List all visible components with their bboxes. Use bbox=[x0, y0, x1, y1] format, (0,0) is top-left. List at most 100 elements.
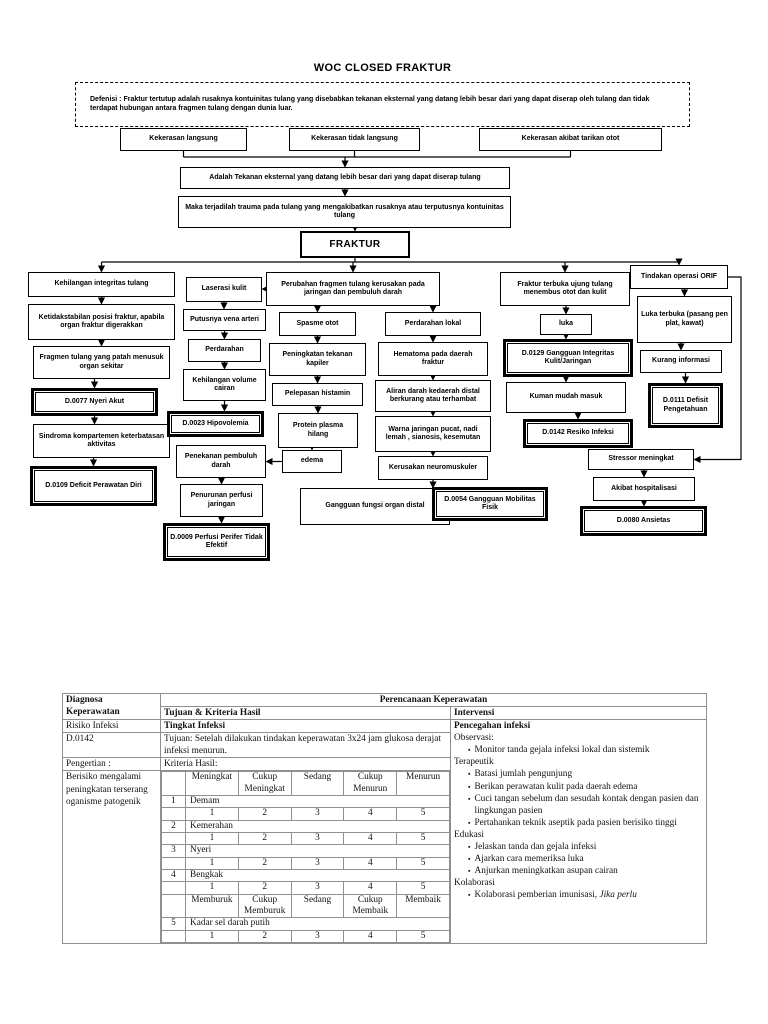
cell-perencanaan-header: Perencanaan Keperawatan bbox=[159, 692, 708, 708]
criteria-scale-value: 5 bbox=[396, 856, 450, 871]
flow-node-maka: Maka terjadilah trauma pada tulang yang … bbox=[178, 196, 511, 228]
criteria-scale-value: 3 bbox=[290, 832, 345, 846]
criteria-scale-header-cell: Membaik bbox=[396, 893, 450, 919]
flow-node-f4: D.0111 Defisit Pengetahuan bbox=[648, 383, 723, 428]
intervention-item: ▪Batasi jumlah pengunjung bbox=[454, 768, 703, 780]
intervention-item: ▪Kolaborasi pemberian imunisasi, Jika pe… bbox=[454, 889, 703, 901]
criteria-scale-value: 2 bbox=[237, 881, 292, 895]
flow-node-e4: Kuman mudah masuk bbox=[506, 382, 626, 413]
flow-node-label: Defenisi : Fraktur tertutup adalah rusak… bbox=[90, 96, 650, 112]
criteria-scale-value: 2 bbox=[237, 929, 292, 944]
flow-node-label: Sindroma kompartemen keterbatasan aktivi… bbox=[38, 432, 165, 448]
flow-node-k1: Kekerasan langsung bbox=[120, 128, 247, 151]
cell-outcome-title: Tingkat Infeksi bbox=[160, 719, 451, 734]
criteria-scale-header-cell: Cukup Meningkat bbox=[237, 771, 292, 797]
flow-node-cr6: Kerusakan neuromuskuler bbox=[378, 456, 488, 480]
intervention-item-text: Batasi jumlah pengunjung bbox=[474, 769, 573, 780]
flow-node-cl6: edema bbox=[282, 450, 342, 473]
bullet-icon: ▪ bbox=[468, 818, 471, 827]
criteria-scale-value: 2 bbox=[237, 832, 292, 846]
flow-node-a1: Kehilangan integritas tulang bbox=[28, 272, 175, 297]
bullet-icon: ▪ bbox=[468, 770, 471, 779]
intervention-item: ▪Jelaskan tanda dan gejala infeksi bbox=[454, 841, 703, 853]
intervention-title: Pencegahan infeksi bbox=[454, 721, 531, 732]
flow-node-label: D.0142 Resiko Infeksi bbox=[542, 429, 614, 437]
criteria-indicator-label: Demam bbox=[185, 795, 450, 809]
flow-node-e1: Fraktur terbuka ujung tulang menembus ot… bbox=[500, 272, 630, 306]
flow-node-label: Penurunan perfusi jaringan bbox=[190, 492, 253, 508]
flow-node-label: Perubahan fragmen tulang kerusakan pada … bbox=[281, 280, 425, 296]
criteria-scale-value: 1 bbox=[185, 929, 239, 944]
criteria-scale-header-cell: Cukup Membaik bbox=[343, 893, 398, 919]
criteria-scale-value: 2 bbox=[237, 807, 292, 821]
flow-node-label: Pelepasan histamin bbox=[284, 390, 351, 398]
criteria-scale-value: 4 bbox=[343, 881, 398, 895]
flow-node-g1: Stressor meningkat bbox=[588, 449, 694, 470]
criteria-scale-value: 4 bbox=[343, 807, 398, 821]
flow-node-label: Kehilangan integritas tulang bbox=[54, 280, 149, 288]
flow-node-label: Perdarahan bbox=[205, 346, 244, 354]
criteria-indicator-number: 3 bbox=[161, 844, 186, 858]
flow-node-f3: Kurang informasi bbox=[640, 350, 722, 373]
page-title: WOC CLOSED FRAKTUR bbox=[313, 62, 452, 74]
flow-node-c7: Gangguan fungsi organ distal bbox=[300, 488, 450, 525]
intervention-item-text: Pertahankan teknik aseptik pada pasien b… bbox=[474, 817, 677, 828]
intervention-item-text: Monitor tanda gejala infeksi lokal dan s… bbox=[474, 745, 650, 756]
flow-node-b3: Perdarahan bbox=[188, 339, 261, 362]
criteria-indicator-label: Kemerahan bbox=[185, 819, 450, 834]
flow-node-k3: Kekerasan akibat tarikan otot bbox=[479, 128, 662, 151]
flow-node-label: Spasme otot bbox=[296, 319, 339, 327]
criteria-scale-value: 5 bbox=[396, 929, 450, 944]
flow-node-label: edema bbox=[300, 457, 324, 465]
flow-node-b4: Kehilangan volume cairan bbox=[183, 369, 266, 401]
flow-node-label: Kekerasan tidak langsung bbox=[311, 135, 398, 143]
criteria-scale-value: 1 bbox=[185, 881, 239, 895]
flow-node-label: D.0023 Hipovolemia bbox=[182, 419, 249, 427]
bullet-icon: ▪ bbox=[468, 855, 471, 864]
cell-tujuan-text: Tujuan: Setelah dilakukan tindakan keper… bbox=[160, 732, 451, 759]
cell-kriteria-label: Kriteria Hasil: bbox=[160, 757, 451, 772]
flow-node-f2: Luka terbuka (pasang pen plat, kawat) bbox=[637, 296, 732, 343]
flow-node-label: Luka terbuka (pasang pen plat, kawat) bbox=[641, 311, 728, 327]
criteria-scale-value: 4 bbox=[343, 856, 398, 871]
criteria-indicator-number: 2 bbox=[161, 819, 186, 834]
flow-node-label: Kekerasan akibat tarikan otot bbox=[521, 135, 620, 143]
flow-node-label: D.0111 Defisit Pengetahuan bbox=[662, 397, 709, 413]
flow-node-label: Hematoma pada daerah fraktur bbox=[393, 350, 473, 366]
flow-node-label: D.0129 Gangguan Integritas Kulit/Jaringa… bbox=[521, 349, 615, 365]
bullet-icon: ▪ bbox=[468, 746, 471, 755]
criteria-empty-cell bbox=[161, 856, 186, 871]
flow-node-fraktur: FRAKTUR bbox=[300, 231, 410, 258]
criteria-scale-value: 3 bbox=[290, 929, 345, 944]
criteria-scale-header-cell: Cukup Memburuk bbox=[237, 893, 292, 919]
flow-node-label: D.0077 Nyeri Akut bbox=[64, 397, 125, 405]
care-plan-table: Diagnosa Keperawatan Perencanaan Keperaw… bbox=[62, 692, 708, 945]
flow-node-b1: Laserasi kulit bbox=[186, 277, 262, 302]
flow-node-cl5: Protein plasma hilang bbox=[278, 413, 358, 448]
cell-diagnosa-header: Diagnosa Keperawatan bbox=[62, 692, 161, 721]
criteria-scale-value: 5 bbox=[396, 807, 450, 821]
cell-diagnosis-code: D.0142 bbox=[62, 732, 161, 759]
criteria-indicator-label: Nyeri bbox=[185, 844, 450, 858]
criteria-empty-cell bbox=[161, 893, 186, 919]
flow-node-g3: D.0080 Ansietas bbox=[580, 506, 707, 536]
flow-node-c1: Perubahan fragmen tulang kerusakan pada … bbox=[266, 272, 440, 306]
intervention-item-text: Jelaskan tanda dan gejala infeksi bbox=[474, 841, 597, 852]
bullet-icon: ▪ bbox=[468, 867, 471, 876]
criteria-indicator-label: Bengkak bbox=[185, 869, 450, 883]
intervention-item-italic: Jika perlu bbox=[599, 890, 637, 901]
criteria-scale-value: 4 bbox=[343, 832, 398, 846]
cell-intervensi-header: Intervensi bbox=[449, 706, 708, 721]
intervention-item-text: Kolaborasi pemberian imunisasi, bbox=[474, 890, 600, 901]
intervention-item-text: Cuci tangan sebelum dan sesudah kontak d… bbox=[474, 793, 699, 816]
criteria-empty-cell bbox=[161, 771, 186, 797]
flow-node-label: Perdarahan lokal bbox=[404, 319, 462, 327]
flow-node-label: Adalah Tekanan eksternal yang datang leb… bbox=[209, 173, 481, 181]
flow-node-b2: Putusnya vena arteri bbox=[183, 309, 266, 331]
